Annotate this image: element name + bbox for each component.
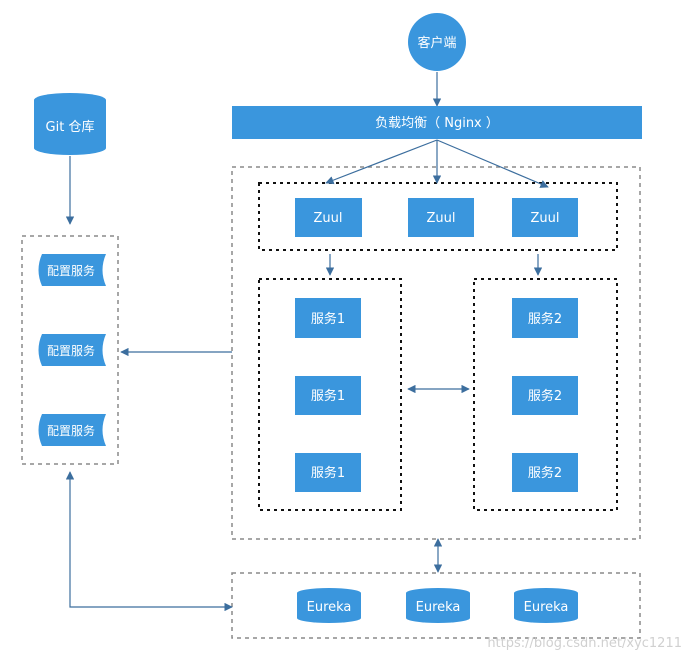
service2-node-1: 服务2 [512,298,578,338]
zuul-node-1: Zuul [295,198,362,237]
client-label: 客户端 [417,35,456,51]
arrow-nginx-to-zuul-1 [325,139,438,185]
service1-node-2: 服务1 [295,376,361,415]
service2-group-container [473,278,618,511]
arrow-nginx-to-zuul-3 [436,139,549,188]
config-server-2: 配置服务 [38,334,106,366]
service2-label: 服务2 [528,388,562,404]
service2-node-3: 服务2 [512,453,578,492]
watermark-text: https://blog.csdn.net/xyc1211 [487,636,682,651]
zuul-label: Zuul [427,211,456,226]
git-repository-node: Git 仓库 [34,93,106,155]
config-server-label: 配置服务 [47,343,95,358]
connectors [65,72,549,612]
config-cluster-container [21,235,119,465]
zuul-group-container [258,182,618,251]
eureka-node-3: Eureka [514,588,578,623]
config-server-label: 配置服务 [47,423,95,438]
load-balancer-node: 负载均衡（ Nginx ） [232,106,642,139]
client-node: 客户端 [408,13,466,71]
service2-label: 服务2 [528,311,562,327]
service1-node-1: 服务1 [295,298,361,338]
service1-label: 服务1 [311,388,345,404]
eureka-label: Eureka [416,600,461,615]
arrow-config-eureka [65,471,233,612]
config-server-1: 配置服务 [38,254,106,286]
git-label: Git 仓库 [46,119,95,135]
load-balancer-label: 负载均衡（ Nginx ） [375,116,499,131]
zuul-label: Zuul [314,211,343,226]
service1-node-3: 服务1 [295,453,361,492]
zuul-node-3: Zuul [512,198,578,237]
zuul-node-2: Zuul [408,198,474,237]
service1-label: 服务1 [311,311,345,327]
service1-label: 服务1 [311,465,345,481]
service2-node-2: 服务2 [512,376,578,415]
service2-label: 服务2 [528,465,562,481]
service1-group-container [258,278,402,511]
eureka-label: Eureka [524,600,569,615]
config-server-label: 配置服务 [47,263,95,278]
config-server-3: 配置服务 [38,414,106,446]
eureka-node-2: Eureka [406,588,470,623]
zuul-label: Zuul [531,211,560,226]
eureka-node-1: Eureka [297,588,361,623]
eureka-label: Eureka [307,600,352,615]
